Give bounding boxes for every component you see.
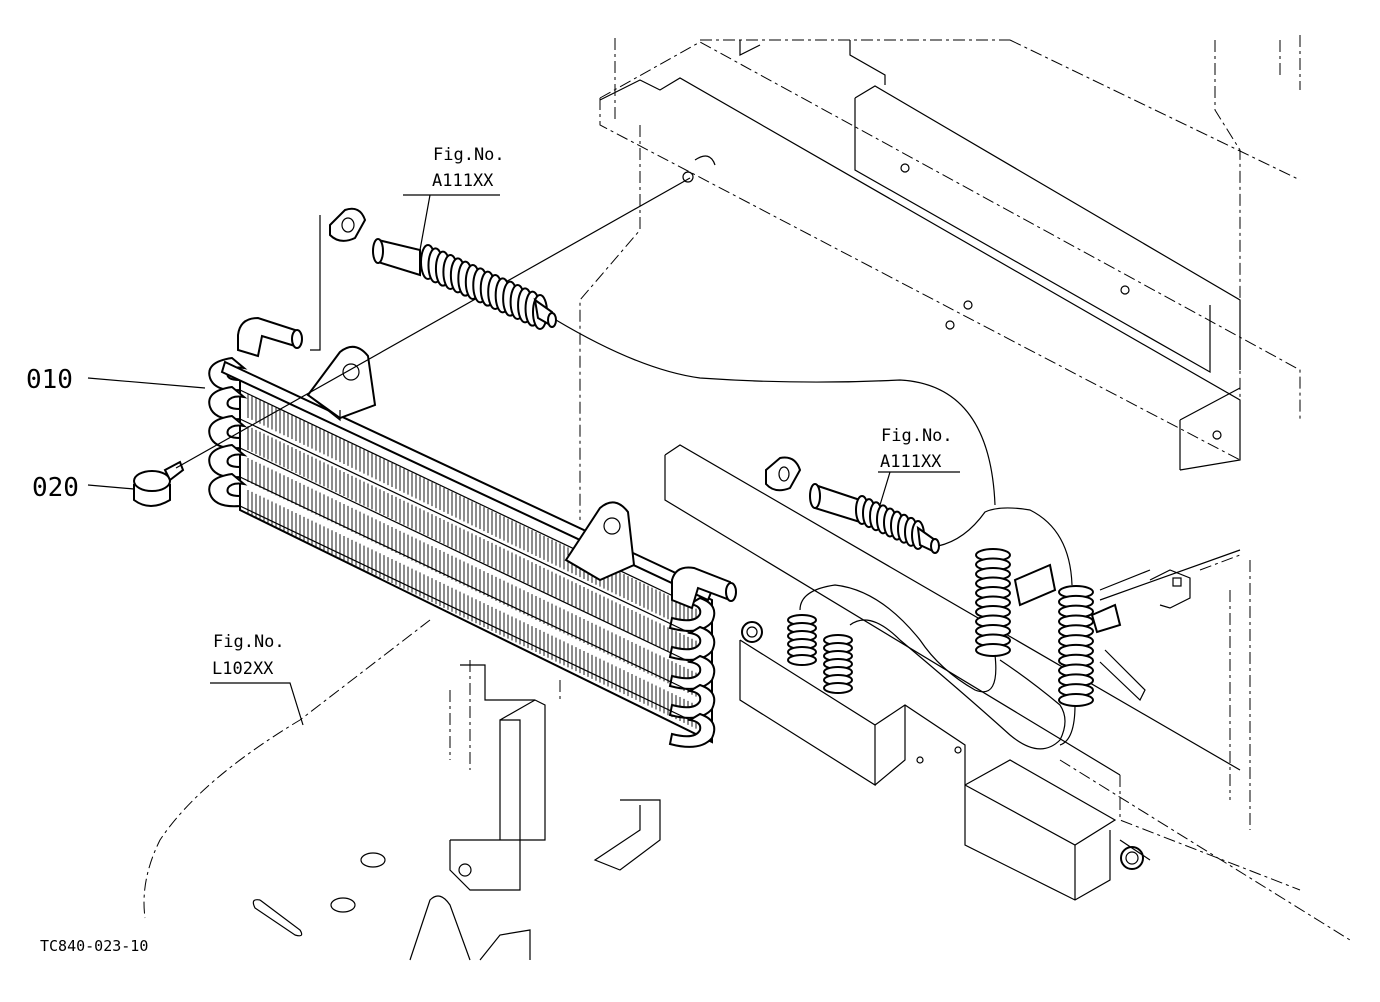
fig-ref-frame-prefix[interactable]: Fig.No. [213,632,285,652]
fig-ref-upper-code[interactable]: A111XX [432,171,494,191]
hose-lower[interactable] [765,456,1073,586]
cooler-tubes [208,356,716,748]
leader-lines [87,194,960,919]
cooler-fins [247,394,705,733]
floor-brackets [252,664,661,961]
callout-020: 020 [32,473,79,503]
hose-connectors [787,548,1146,750]
drawing-code: TC840-023-10 [40,937,148,955]
machine-frame [449,35,1351,941]
fig-ref-lower-code[interactable]: A111XX [880,452,942,472]
oil-cooler[interactable] [208,316,737,748]
fig-ref-lower-prefix[interactable]: Fig.No. [881,426,953,446]
callout-010: 010 [26,365,73,395]
lower-bracket [664,444,1241,901]
hose-upper[interactable] [310,207,996,506]
bolt[interactable] [133,460,185,507]
cooler-inlet-pipe [237,316,296,358]
fig-ref-frame-code[interactable]: L102XX [212,659,274,679]
mounting-ear-right [564,501,636,582]
upper-bracket [599,40,1241,471]
fig-ref-upper-prefix[interactable]: Fig.No. [433,145,505,165]
cooler-outlet-pipe [671,566,731,610]
